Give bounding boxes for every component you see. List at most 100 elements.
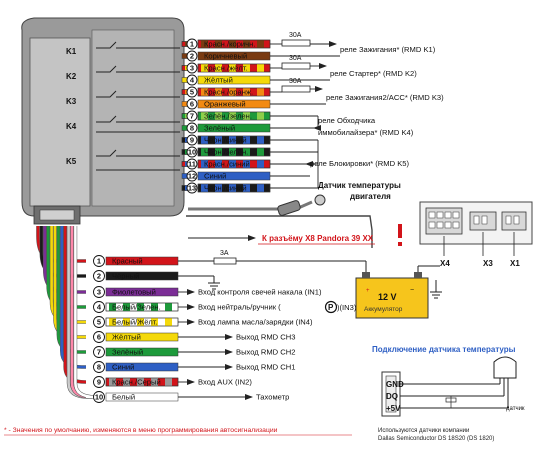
- bottom-wire-pin-number: 3: [97, 288, 101, 297]
- battery-voltage: 12 V: [378, 292, 397, 302]
- bottom-wire-pin-circle: [93, 255, 105, 267]
- bottom-wire-label: Чёрный: [112, 272, 139, 281]
- top-wire-label: Черн./зелён.: [204, 148, 248, 157]
- handbrake-suffix: )(IN3): [337, 303, 357, 312]
- bottom-wire-pin-circle: [93, 391, 105, 403]
- bottom-wire-label: Фиолетовый: [112, 288, 156, 297]
- top-wire-pin-circle: [186, 134, 198, 146]
- dest-k4-line2: иммобилайзера* (RMD K4): [318, 128, 414, 137]
- top-wire-pin-circle: [186, 98, 198, 110]
- fuse-2-label: 30A: [289, 55, 302, 62]
- top-wire-pin-circle: [186, 50, 198, 62]
- bottom-wire-pin-circle: [93, 331, 105, 343]
- top-wire-pin-circle: [186, 146, 198, 158]
- relay-arrows: [305, 41, 337, 188]
- temp-sensor-label-1: Датчик температуры: [318, 181, 401, 190]
- bottom-wire-pin-circle: [93, 346, 105, 358]
- top-wire-pin-circle: [186, 38, 198, 50]
- svg-text:+: +: [366, 288, 370, 294]
- module-face: [29, 37, 91, 207]
- bottom-wire-label: Красн./Серый: [112, 378, 161, 387]
- top-wire-pin-number: 12: [188, 172, 196, 181]
- top-wire-pin-number: 6: [190, 100, 194, 109]
- bottom-wire-destination: Вход контроля свечей накала (IN1): [198, 288, 322, 297]
- top-wire-pin-number: 5: [190, 88, 194, 97]
- svg-text:−: −: [410, 287, 414, 294]
- bottom-wire-pin-circle: [93, 361, 105, 373]
- bottom-wire-label: Белый: [112, 393, 135, 402]
- bottom-wire-pin-number: 9: [97, 378, 101, 387]
- sensor-title: Подключение датчика температуры: [372, 345, 516, 354]
- bottom-wire-label: Красный: [112, 257, 143, 266]
- sensor-pin-dq: DQ: [386, 392, 398, 401]
- relay-module: [21, 17, 185, 225]
- bottom-wire-3: 3 Фиолетовый Вход контроля свечей накала (…: [93, 286, 322, 298]
- bottom-wire-pin-circle: [93, 316, 105, 328]
- relay-label-k5: K5: [66, 157, 77, 166]
- bottom-wire-label: Зелёный: [112, 348, 143, 357]
- dest-k4-line1: реле Обходчика: [318, 116, 376, 125]
- bottom-wire-destination: Вход нейтраль/ручник (: [198, 303, 281, 312]
- warning-exclamation: [398, 224, 402, 246]
- module-relay-panel: [91, 29, 175, 207]
- top-wire-pin-circle: [186, 74, 198, 86]
- bottom-wire-destination: Выход RMD CH1: [236, 363, 295, 372]
- top-wire-11: 11 Красн./синий: [181, 158, 310, 170]
- top-wire-pin-number: 2: [190, 52, 194, 61]
- handbrake-icon: P: [324, 300, 338, 314]
- top-wire-label: Синий: [204, 172, 226, 181]
- top-wire-pin-circle: [186, 86, 198, 98]
- bottom-wire-destination: Тахометр: [256, 393, 289, 402]
- bottom-wire-pin-number: 2: [97, 272, 101, 281]
- connector-x1: X1: [510, 259, 520, 268]
- fuse-1: 30A: [281, 32, 311, 47]
- relay-label-k1: K1: [66, 47, 77, 56]
- top-wire-label: Красн./жёлт.: [204, 64, 248, 73]
- bottom-wire-label: Жёлтый: [112, 333, 141, 342]
- bottom-wire-destination: Выход RMD CH3: [236, 333, 295, 342]
- bottom-wire-destination: Вход лампа масла/зарядки (IN4): [198, 318, 313, 327]
- bottom-wire-pin-circle: [93, 301, 105, 313]
- fuse-1-label: 30A: [289, 32, 302, 39]
- connector-x3: X3: [483, 259, 493, 268]
- top-wire-pin-number: 11: [188, 160, 196, 169]
- top-wire-label: Красн./синий: [204, 160, 250, 169]
- top-wire-3: 3 Красн./жёлт.: [181, 62, 282, 74]
- bottom-wire-pin-circle: [93, 376, 105, 388]
- bottom-wire-7: 7 Зелёный Выход RMD CH2: [93, 346, 295, 358]
- top-wire-pin-circle: [186, 170, 198, 182]
- top-wire-pin-circle: [186, 158, 198, 170]
- footnote: * - Значения по умолчанию, изменяются в …: [4, 427, 278, 434]
- top-wire-label: Черн./синий: [204, 136, 247, 145]
- bottom-wire-destination: Вход AUX (IN2): [198, 378, 252, 387]
- bottom-wire-pin-number: 4: [97, 303, 102, 312]
- bottom-wire-pin-circle: [93, 270, 105, 282]
- sensor-note-1: Используются датчики компании: [378, 428, 469, 434]
- bottom-wire-pin-number: 10: [95, 393, 103, 402]
- sensor-note-2: Dallas Semiconductor DS 18S20 (DS 1820): [378, 436, 494, 442]
- bottom-wire-pin-number: 7: [97, 348, 101, 357]
- top-wire-10: 10 Черн./зелён.: [181, 146, 318, 158]
- fuse-4: 3A: [213, 250, 237, 265]
- top-wire-label: Жёлтый: [204, 76, 233, 85]
- top-wire-label: Черн./синий: [204, 184, 247, 193]
- top-wire-pin-number: 3: [190, 64, 194, 73]
- bottom-wire-pin-number: 6: [97, 333, 101, 342]
- top-wire-pin-number: 10: [188, 148, 196, 157]
- sensor-connector: [381, 356, 517, 417]
- bottom-wire-9: 9 Красн./Серый Вход AUX (IN2): [93, 376, 252, 388]
- top-wire-12: 12 Синий: [181, 170, 310, 182]
- bottom-wire-destination: Выход RMD CH2: [236, 348, 295, 357]
- top-wire-pin-circle: [186, 62, 198, 74]
